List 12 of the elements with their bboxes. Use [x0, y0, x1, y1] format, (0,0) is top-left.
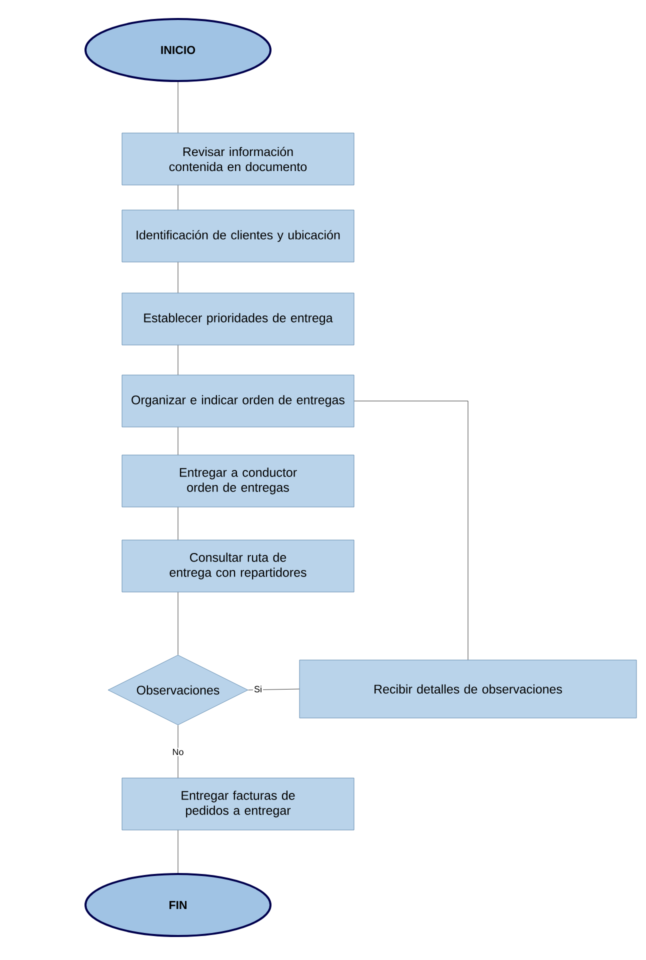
edge-label: Si [253, 684, 263, 694]
process-box: Consultar ruta de entrega con repartidores [122, 540, 354, 592]
process-box: Identificación de clientes y ubicación [122, 210, 354, 262]
process-box: Entregar a conductor orden de entregas [122, 454, 354, 508]
connector-line [354, 400, 468, 660]
process-box: Establecer prioridades de entrega [122, 292, 354, 346]
process-box: Recibir detalles de observaciones [299, 660, 637, 718]
process-box: Revisar información contenida en documento [122, 132, 354, 186]
connector-line [248, 688, 300, 690]
process-box: Organizar e indicar orden de entregas [122, 374, 354, 428]
process-box: Entregar facturas de pedidos a entregar [122, 778, 354, 830]
edge-label: No [171, 748, 185, 756]
